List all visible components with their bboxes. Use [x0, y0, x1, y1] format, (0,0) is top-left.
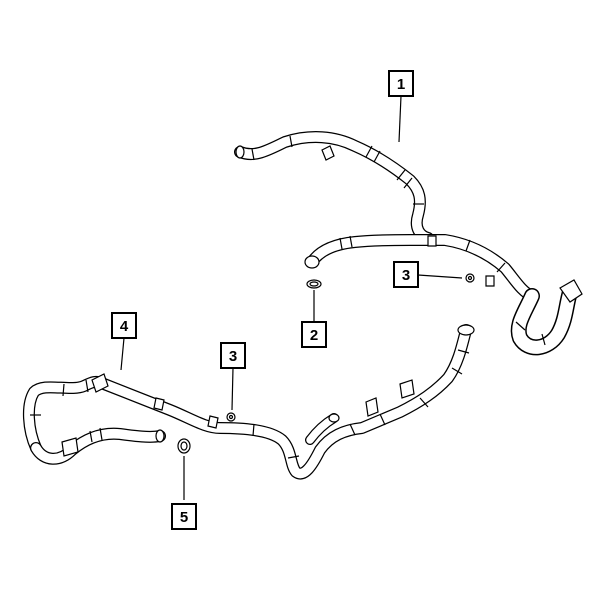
callout-3-upper: 3	[393, 261, 419, 288]
leader-lines	[120, 95, 463, 500]
callout-4: 4	[111, 312, 137, 339]
push-pin-fastener-lower	[226, 412, 236, 422]
leader-1	[398, 95, 402, 143]
callout-2: 2	[301, 321, 327, 348]
callout-3-upper-label: 3	[402, 267, 410, 284]
lower-heater-hose-assembly	[23, 324, 475, 480]
upper-heater-hose-assembly	[234, 131, 583, 356]
callout-4-label: 4	[120, 318, 129, 335]
hose-grommet	[177, 438, 191, 454]
leader-3-upper	[417, 274, 463, 279]
callout-2-label: 2	[310, 327, 318, 344]
callout-3-lower: 3	[220, 342, 246, 369]
callout-5-label: 5	[180, 509, 188, 526]
leader-4	[120, 337, 125, 371]
push-pin-fastener-upper	[465, 273, 475, 283]
callout-1-label: 1	[397, 76, 405, 93]
callout-3-lower-label: 3	[229, 348, 237, 365]
callout-5: 5	[171, 503, 197, 530]
callout-1: 1	[388, 70, 414, 97]
hose-clamp	[306, 279, 322, 289]
leader-3-lower	[231, 367, 234, 411]
